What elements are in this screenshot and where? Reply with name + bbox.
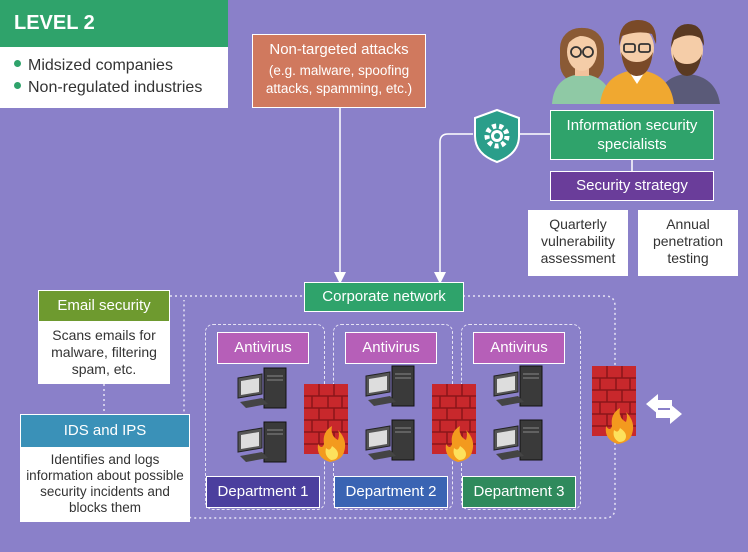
email-security-detail-box: Scans emails for malware, filtering spam…	[38, 322, 170, 384]
ids-ips-detail-box: Identifies and logs information about po…	[20, 448, 190, 522]
attacks-box: Non-targeted attacks (e.g. malware, spoo…	[252, 34, 426, 108]
exchange-arrows-icon	[646, 394, 682, 424]
antivirus-label: Antivirus	[345, 332, 437, 364]
bullet-dot-icon	[14, 82, 21, 90]
ids-ips-detail: Identifies and logs information about po…	[26, 452, 184, 515]
level-title: LEVEL 2	[0, 0, 228, 47]
department-label: Department 3	[462, 476, 576, 508]
specialists-title: Information security specialists	[566, 117, 698, 153]
ids-ips-box: IDS and IPS	[20, 414, 190, 448]
firewall-icon	[431, 383, 477, 463]
specialists-box: Information security specialists	[550, 110, 714, 160]
computer-icon	[365, 365, 415, 407]
level-bullets: Midsized companies Non-regulated industr…	[0, 47, 228, 107]
email-security-title: Email security	[57, 297, 151, 314]
computer-icon	[237, 421, 287, 463]
attacks-detail: (e.g. malware, spoofing attacks, spammin…	[265, 63, 413, 96]
computer-icon	[237, 367, 287, 409]
firewall-icon	[591, 365, 637, 445]
shield-gear-icon	[474, 108, 520, 164]
level-bullet: Midsized companies	[14, 55, 214, 77]
firewall-icon	[303, 383, 349, 463]
corporate-network-title: Corporate network	[322, 288, 446, 305]
department-label: Department 1	[206, 476, 320, 508]
strategy-item: Quarterly vulnerability assessment	[528, 210, 628, 276]
department-label: Department 2	[334, 476, 448, 508]
bullet-dot-icon	[14, 60, 21, 68]
computer-icon	[493, 419, 543, 461]
level-panel: LEVEL 2 Midsized companies Non-regulated…	[0, 0, 228, 108]
antivirus-label: Antivirus	[217, 332, 309, 364]
computer-icon	[493, 365, 543, 407]
email-security-box: Email security	[38, 290, 170, 322]
computer-icon	[365, 419, 415, 461]
strategy-box: Security strategy	[550, 171, 714, 201]
people-icon	[552, 20, 720, 104]
antivirus-label: Antivirus	[473, 332, 565, 364]
strategy-title: Security strategy	[576, 177, 688, 194]
specialists-arrow	[434, 133, 473, 284]
ids-ips-title: IDS and IPS	[63, 422, 147, 439]
strategy-item: Annual penetration testing	[638, 210, 738, 276]
email-security-detail: Scans emails for malware, filtering spam…	[51, 327, 157, 377]
corporate-network-box: Corporate network	[304, 282, 464, 312]
level-bullet: Non-regulated industries	[14, 77, 214, 99]
attacks-title: Non-targeted attacks	[269, 41, 409, 58]
